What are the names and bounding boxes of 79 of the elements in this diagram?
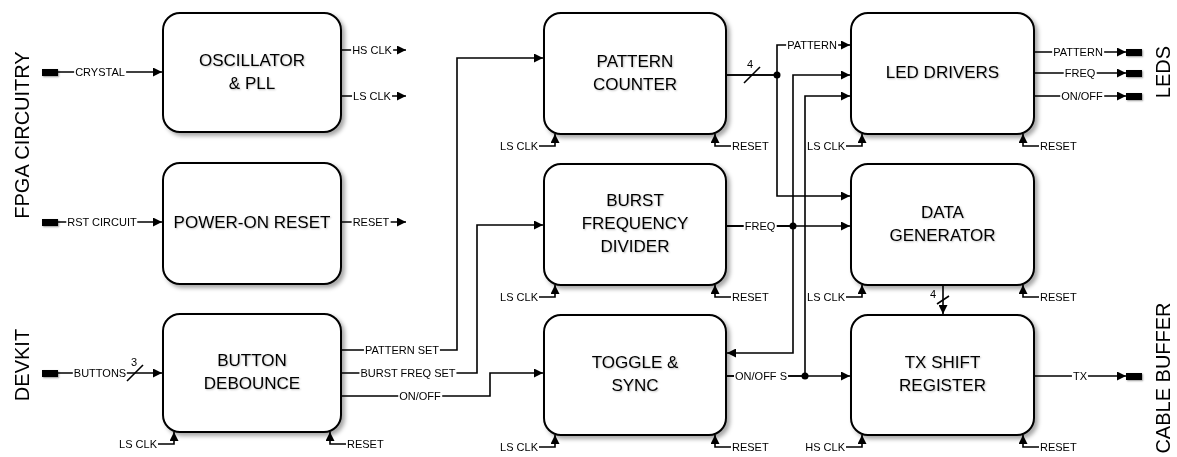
block-label: BUTTON DEBOUNCE xyxy=(202,350,302,395)
edge-label: LS CLK xyxy=(499,290,539,304)
edge-label: ON/OFF xyxy=(1060,89,1104,103)
edge-label: LS CLK xyxy=(499,440,539,454)
edge-label: RESET xyxy=(731,290,770,304)
block-label: TOGGLE & SYNC xyxy=(590,352,680,397)
edge-label: FREQ xyxy=(1063,66,1097,80)
block-label: POWER-ON RESET xyxy=(173,212,331,235)
connector-pad xyxy=(42,69,58,76)
signal-arrow xyxy=(845,434,867,448)
connector-pad xyxy=(42,219,58,226)
edge-label: RESET xyxy=(731,440,770,454)
signal-arrow xyxy=(538,434,560,448)
process-block xyxy=(850,12,1035,135)
signal-arrow xyxy=(1018,284,1040,298)
edge-label: RESET xyxy=(731,139,770,153)
process-block xyxy=(162,162,342,285)
edge-label: LS CLK xyxy=(806,290,846,304)
process-block xyxy=(850,163,1035,286)
edge-label: RESET xyxy=(1039,440,1078,454)
block-label: TX SHIFT REGISTER xyxy=(898,352,987,397)
edge-label: FREQ xyxy=(743,219,777,233)
signal-arrow xyxy=(1018,133,1040,147)
block-label: DATA GENERATOR xyxy=(888,201,997,247)
arrow xyxy=(938,285,948,315)
process-block xyxy=(850,314,1035,436)
edge-label: RST CIRCUIT xyxy=(66,215,138,229)
arrow xyxy=(1034,371,1127,381)
signal-arrow xyxy=(325,431,347,445)
edge-label: HS CLK xyxy=(804,440,846,454)
block-label: OSCILLATOR & PLL xyxy=(197,49,307,95)
connector-pad xyxy=(1126,49,1142,56)
signal-arrow xyxy=(710,133,732,147)
edge-label: LS CLK xyxy=(806,139,846,153)
bus-width: 3 xyxy=(131,356,138,368)
bus-width: 4 xyxy=(747,58,754,70)
connector-pad xyxy=(42,370,58,377)
bus-width: 4 xyxy=(930,288,937,300)
signal-arrow xyxy=(845,284,867,298)
connector-pad xyxy=(1126,93,1142,100)
process-block xyxy=(543,314,727,436)
edge-label: LS CLK xyxy=(118,437,158,451)
edge-label: LS CLK xyxy=(499,139,539,153)
edge-label: BURST FREQ SET xyxy=(359,366,457,380)
process-block xyxy=(543,12,727,135)
edge-label: LS CLK xyxy=(352,89,392,103)
signal-arrow xyxy=(845,133,867,147)
edge-label: CRYSTAL xyxy=(74,65,126,79)
connector-pad xyxy=(1126,373,1142,380)
block-label: BURST FREQUENCY DIVIDER xyxy=(580,190,690,258)
signal-arrow xyxy=(538,284,560,298)
edge-label: PATTERN xyxy=(1052,45,1104,59)
edge-label: RESET xyxy=(351,215,391,229)
side-label: CABLE BUFFER xyxy=(1151,302,1175,454)
block-label: LED DRIVERS xyxy=(885,62,1000,85)
signal-arrow xyxy=(1018,434,1040,448)
signal-arrow xyxy=(710,434,732,448)
side-label: LEDS xyxy=(1151,45,1175,99)
side-label: DEVKIT xyxy=(10,328,34,402)
edge-label: RESET xyxy=(1039,290,1078,304)
edge-label: HS CLK xyxy=(351,43,393,57)
edge-label: PATTERN xyxy=(786,38,838,52)
signal-arrow xyxy=(538,133,560,147)
arrow xyxy=(726,74,851,201)
process-block xyxy=(543,163,727,286)
process-block xyxy=(162,12,342,133)
process-block xyxy=(162,313,342,433)
block-label: PATTERN COUNTER xyxy=(591,50,679,96)
side-label: FPGA CIRCUITRY xyxy=(10,51,34,219)
edge-label: RESET xyxy=(1039,139,1078,153)
edge-label: ON/OFF xyxy=(398,389,442,403)
edge-label: BUTTONS xyxy=(72,366,128,380)
edge-label: RESET xyxy=(346,437,385,451)
edge-label: TX xyxy=(1071,369,1089,383)
edge-label: PATTERN SET xyxy=(363,343,441,357)
signal-arrow xyxy=(157,431,179,445)
edge-label: ON/OFF S xyxy=(734,369,788,383)
connector-pad xyxy=(1126,70,1142,77)
signal-arrow xyxy=(710,284,732,298)
